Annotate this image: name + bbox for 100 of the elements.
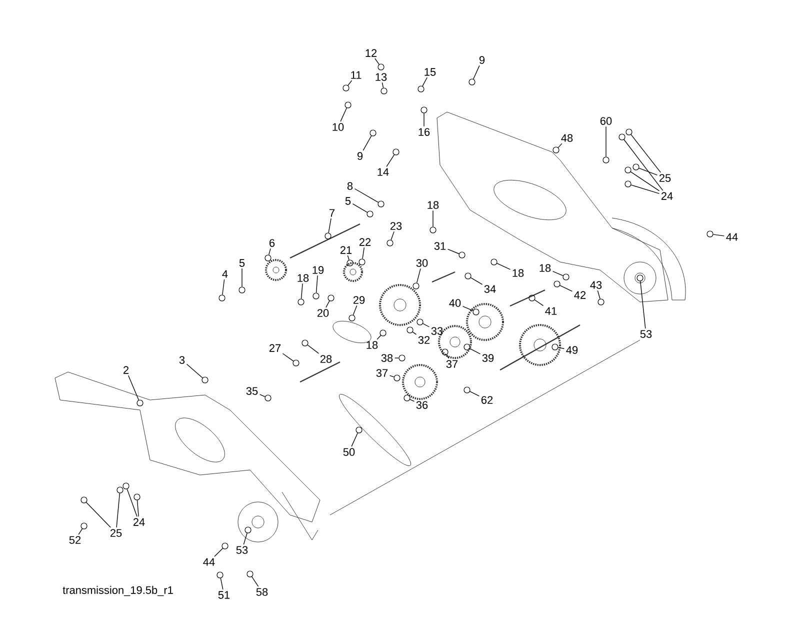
leader-line [552,270,564,276]
washer [472,308,480,316]
leader-line [630,184,660,194]
callout-number: 9 [357,152,363,160]
callout-number: 2 [124,366,128,374]
washer [554,280,560,288]
leader-line [470,277,483,285]
callout-number: 31 [434,242,446,250]
leader-line [282,353,294,362]
washer [562,274,570,280]
leader-line [348,80,352,86]
leader-line [126,488,138,517]
washer [328,294,334,302]
washer [80,522,88,530]
callout-number: 44 [726,233,738,241]
washer [122,482,130,490]
washer [412,282,420,290]
callout-number: 18 [428,201,439,209]
callout-number: 32 [418,336,430,344]
washer [264,254,272,262]
leader-line [410,399,415,402]
washer [324,232,332,240]
leader-line [638,168,658,176]
callout-number: 5 [345,197,351,205]
washer [80,496,88,504]
leader-line [326,300,330,308]
leader-line [362,247,365,260]
callout-number: 53 [640,330,652,338]
leader-line [558,143,562,148]
washer [238,286,246,294]
callout-number: 60 [600,117,612,125]
leader-line [352,203,368,213]
leader-line [354,188,378,203]
callout-number: 50 [343,448,355,456]
callout-number: 24 [133,518,145,526]
callout-number: 41 [545,307,557,315]
leader-line [389,375,394,378]
washer [366,210,374,218]
callout-number: 5 [239,259,245,267]
callout-number: 48 [561,134,573,142]
callout-number: 20 [317,309,329,317]
leader-line [362,136,372,151]
callout-number: 22 [359,238,371,246]
callout-number: 8 [347,182,353,190]
leader-line [300,283,303,300]
leader-line [220,578,224,590]
callout-number: 23 [390,222,402,230]
leader-line [376,335,382,340]
drawing-code: transmission_19.5b_r1 [62,586,173,596]
leader-line [328,218,332,234]
washer [598,298,604,306]
washer [298,298,304,306]
leader-line [78,528,83,535]
washer [602,156,610,164]
leader-line [470,391,480,396]
leader-line [630,171,660,192]
washer [202,376,208,384]
callout-number: 9 [479,56,485,64]
washer [292,360,300,366]
washer [244,526,252,534]
callout-number: 10 [332,123,344,131]
leader-line [640,280,646,329]
washer [392,148,400,156]
callout-number: 7 [330,209,334,217]
washer [626,128,632,136]
washer [552,344,558,350]
callout-number: 53 [236,546,248,554]
washer [528,294,536,302]
washer [216,572,224,578]
washer [342,84,350,92]
callout-number: 35 [246,387,258,395]
washer [246,570,254,578]
washer [618,134,626,140]
leader-line [136,500,139,517]
callout-number: 4 [222,270,228,278]
callout-number: 30 [416,259,428,267]
washer [406,326,414,334]
washer [398,354,406,362]
callout-number: 18 [540,264,551,272]
callout-number: 36 [416,401,428,409]
callout-number: 25 [110,529,122,537]
callout-number: 42 [574,291,586,299]
washer [386,240,394,246]
washer [464,344,470,350]
callout-number: 40 [449,299,461,307]
leader-line [243,532,248,545]
washer [380,88,388,94]
leader-line [597,290,600,300]
callout-number: 16 [418,128,430,136]
washer [468,78,476,86]
leader-line [214,548,224,557]
washer [378,64,384,70]
leader-line [422,77,428,86]
washer [430,226,436,234]
washer [464,386,470,394]
washer [636,274,644,282]
leader-line [340,108,347,122]
washer [442,348,448,356]
callout-number: 33 [431,327,443,335]
washer [116,486,124,494]
